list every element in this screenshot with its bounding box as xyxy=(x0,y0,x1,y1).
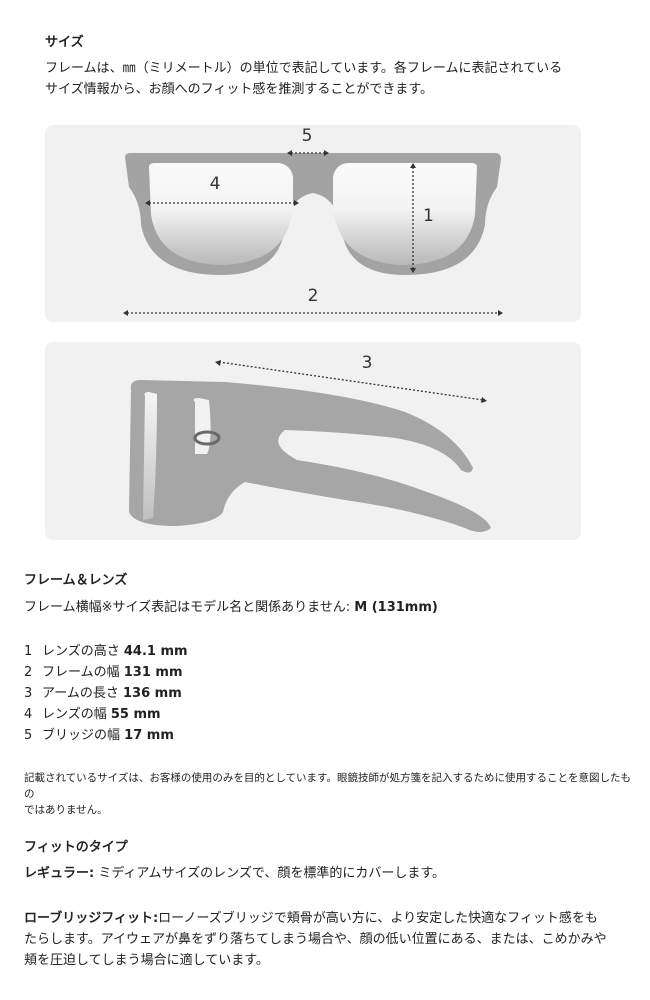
spec-value: 136 mm xyxy=(122,686,182,701)
spec-item: 2 フレームの幅 131 mm xyxy=(24,662,188,683)
right-lens xyxy=(333,163,477,265)
size-disclaimer: 記載されているサイズは、お客様の使用のみを目的としています。眼鏡技師が処方箋を記… xyxy=(24,770,634,818)
spec-item: 4 レンズの幅 55 mm xyxy=(24,704,188,725)
spec-number: 5 xyxy=(24,728,33,743)
spec-label: ブリッジの幅 xyxy=(42,728,121,743)
lens-width-label: 4 xyxy=(210,174,221,194)
fit-low-bridge-text: たらします。アイウェアが鼻をずり落ちてしまう場合や、顔の低い位置にある、または、… xyxy=(24,932,607,947)
frame-lens-heading: フレーム＆レンズ xyxy=(24,573,128,588)
spec-label: アームの長さ xyxy=(42,686,119,701)
fit-type-heading: フィットのタイプ xyxy=(24,840,128,855)
logo-icon xyxy=(193,430,221,446)
bridge-label: 5 xyxy=(302,126,313,146)
size-heading: サイズ xyxy=(45,35,84,50)
spec-number: 2 xyxy=(24,665,33,680)
size-description-line: フレームは、㎜（ミリメートル）の単位で表記しています。各フレームに表記されている xyxy=(45,61,563,76)
fit-regular: レギュラー: ミディアムサイズのレンズで、顔を標準的にカバーします。 xyxy=(24,863,445,884)
side-view-diagram: 3 xyxy=(45,342,581,540)
fit-regular-label: レギュラー: xyxy=(24,866,95,881)
spec-value: 17 mm xyxy=(124,728,174,743)
fit-low-bridge-text: 頬を圧迫してしまう場合に適しています。 xyxy=(24,953,269,968)
spec-label: レンズの高さ xyxy=(42,644,120,659)
spec-number: 1 xyxy=(24,644,33,659)
spec-label: レンズの幅 xyxy=(42,707,107,722)
spec-value: 44.1 mm xyxy=(123,644,188,659)
disclaimer-line: 記載されているサイズは、お客様の使用のみを目的としています。眼鏡技師が処方箋を記… xyxy=(24,772,632,800)
spec-item: 3 アームの長さ 136 mm xyxy=(24,683,188,704)
spec-item: 1 レンズの高さ 44.1 mm xyxy=(24,641,188,662)
fit-regular-text: ミディアムサイズのレンズで、顔を標準的にカバーします。 xyxy=(98,866,446,881)
size-description: フレームは、㎜（ミリメートル）の単位で表記しています。各フレームに表記されている… xyxy=(45,58,562,100)
fit-low-bridge-text: ローノーズブリッジで頬骨が高い方に、より安定した快適なフィット感をも xyxy=(158,911,598,926)
spec-list: 1 レンズの高さ 44.1 mm 2 フレームの幅 131 mm 3 アームの長さ 1… xyxy=(24,641,188,746)
disclaimer-line: ではありません。 xyxy=(24,804,108,816)
frame-width-value: M (131mm) xyxy=(354,600,438,615)
frame-width-label: 2 xyxy=(308,286,319,306)
spec-number: 3 xyxy=(24,686,33,701)
frame-width-row: フレーム横幅※サイズ表記はモデル名と関係ありません: M (131mm) xyxy=(24,597,438,618)
frame-width-label: フレーム横幅※サイズ表記はモデル名と関係ありません: xyxy=(24,600,351,615)
spec-label: フレームの幅 xyxy=(42,665,120,680)
fit-low-bridge-label: ローブリッジフィット: xyxy=(24,911,159,926)
size-description-line: サイズ情報から、お顔へのフィット感を推測することができます。 xyxy=(45,82,434,97)
arm-length-label: 3 xyxy=(362,353,373,373)
spec-number: 4 xyxy=(24,707,33,722)
side-lens xyxy=(143,392,157,520)
spec-value: 131 mm xyxy=(123,665,183,680)
fit-low-bridge: ローブリッジフィット:ローノーズブリッジで頬骨が高い方に、より安定した快適なフィ… xyxy=(24,908,634,971)
lens-height-label: 1 xyxy=(423,206,434,226)
left-lens xyxy=(149,163,293,265)
front-view-diagram: 5 4 1 2 xyxy=(45,125,581,322)
spec-value: 55 mm xyxy=(110,707,161,722)
spec-item: 5 ブリッジの幅 17 mm xyxy=(24,725,188,746)
